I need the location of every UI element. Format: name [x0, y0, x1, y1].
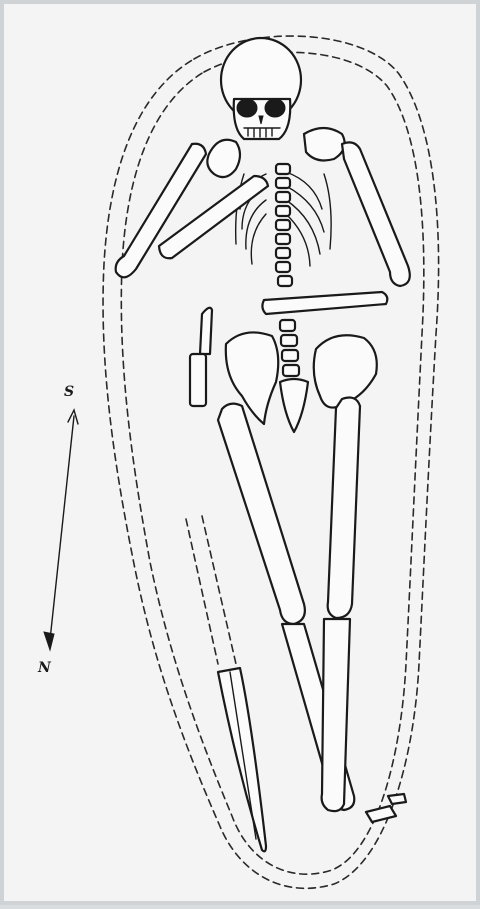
- grave-outline: [103, 36, 439, 888]
- north-arrow: S N: [37, 384, 78, 676]
- grave-outline-inner: [121, 52, 424, 874]
- right-humerus: [342, 142, 410, 286]
- compass-label-s: S: [64, 384, 74, 400]
- sacrum: [280, 379, 308, 432]
- left-shoulder: [207, 140, 240, 177]
- right-shoulder: [304, 128, 345, 160]
- compass-label-n: N: [37, 660, 52, 676]
- spine: [276, 164, 299, 376]
- foot-bones: [366, 794, 406, 822]
- right-tibia: [322, 619, 350, 811]
- forearm-waist: [262, 292, 387, 314]
- pelvis-right: [314, 335, 377, 407]
- right-femur: [328, 398, 360, 618]
- left-humerus: [116, 144, 206, 278]
- left-femur: [218, 404, 305, 624]
- skull: [221, 38, 301, 139]
- knife: [190, 308, 212, 406]
- spearhead: [186, 516, 266, 851]
- burial-drawing: S N: [4, 4, 480, 909]
